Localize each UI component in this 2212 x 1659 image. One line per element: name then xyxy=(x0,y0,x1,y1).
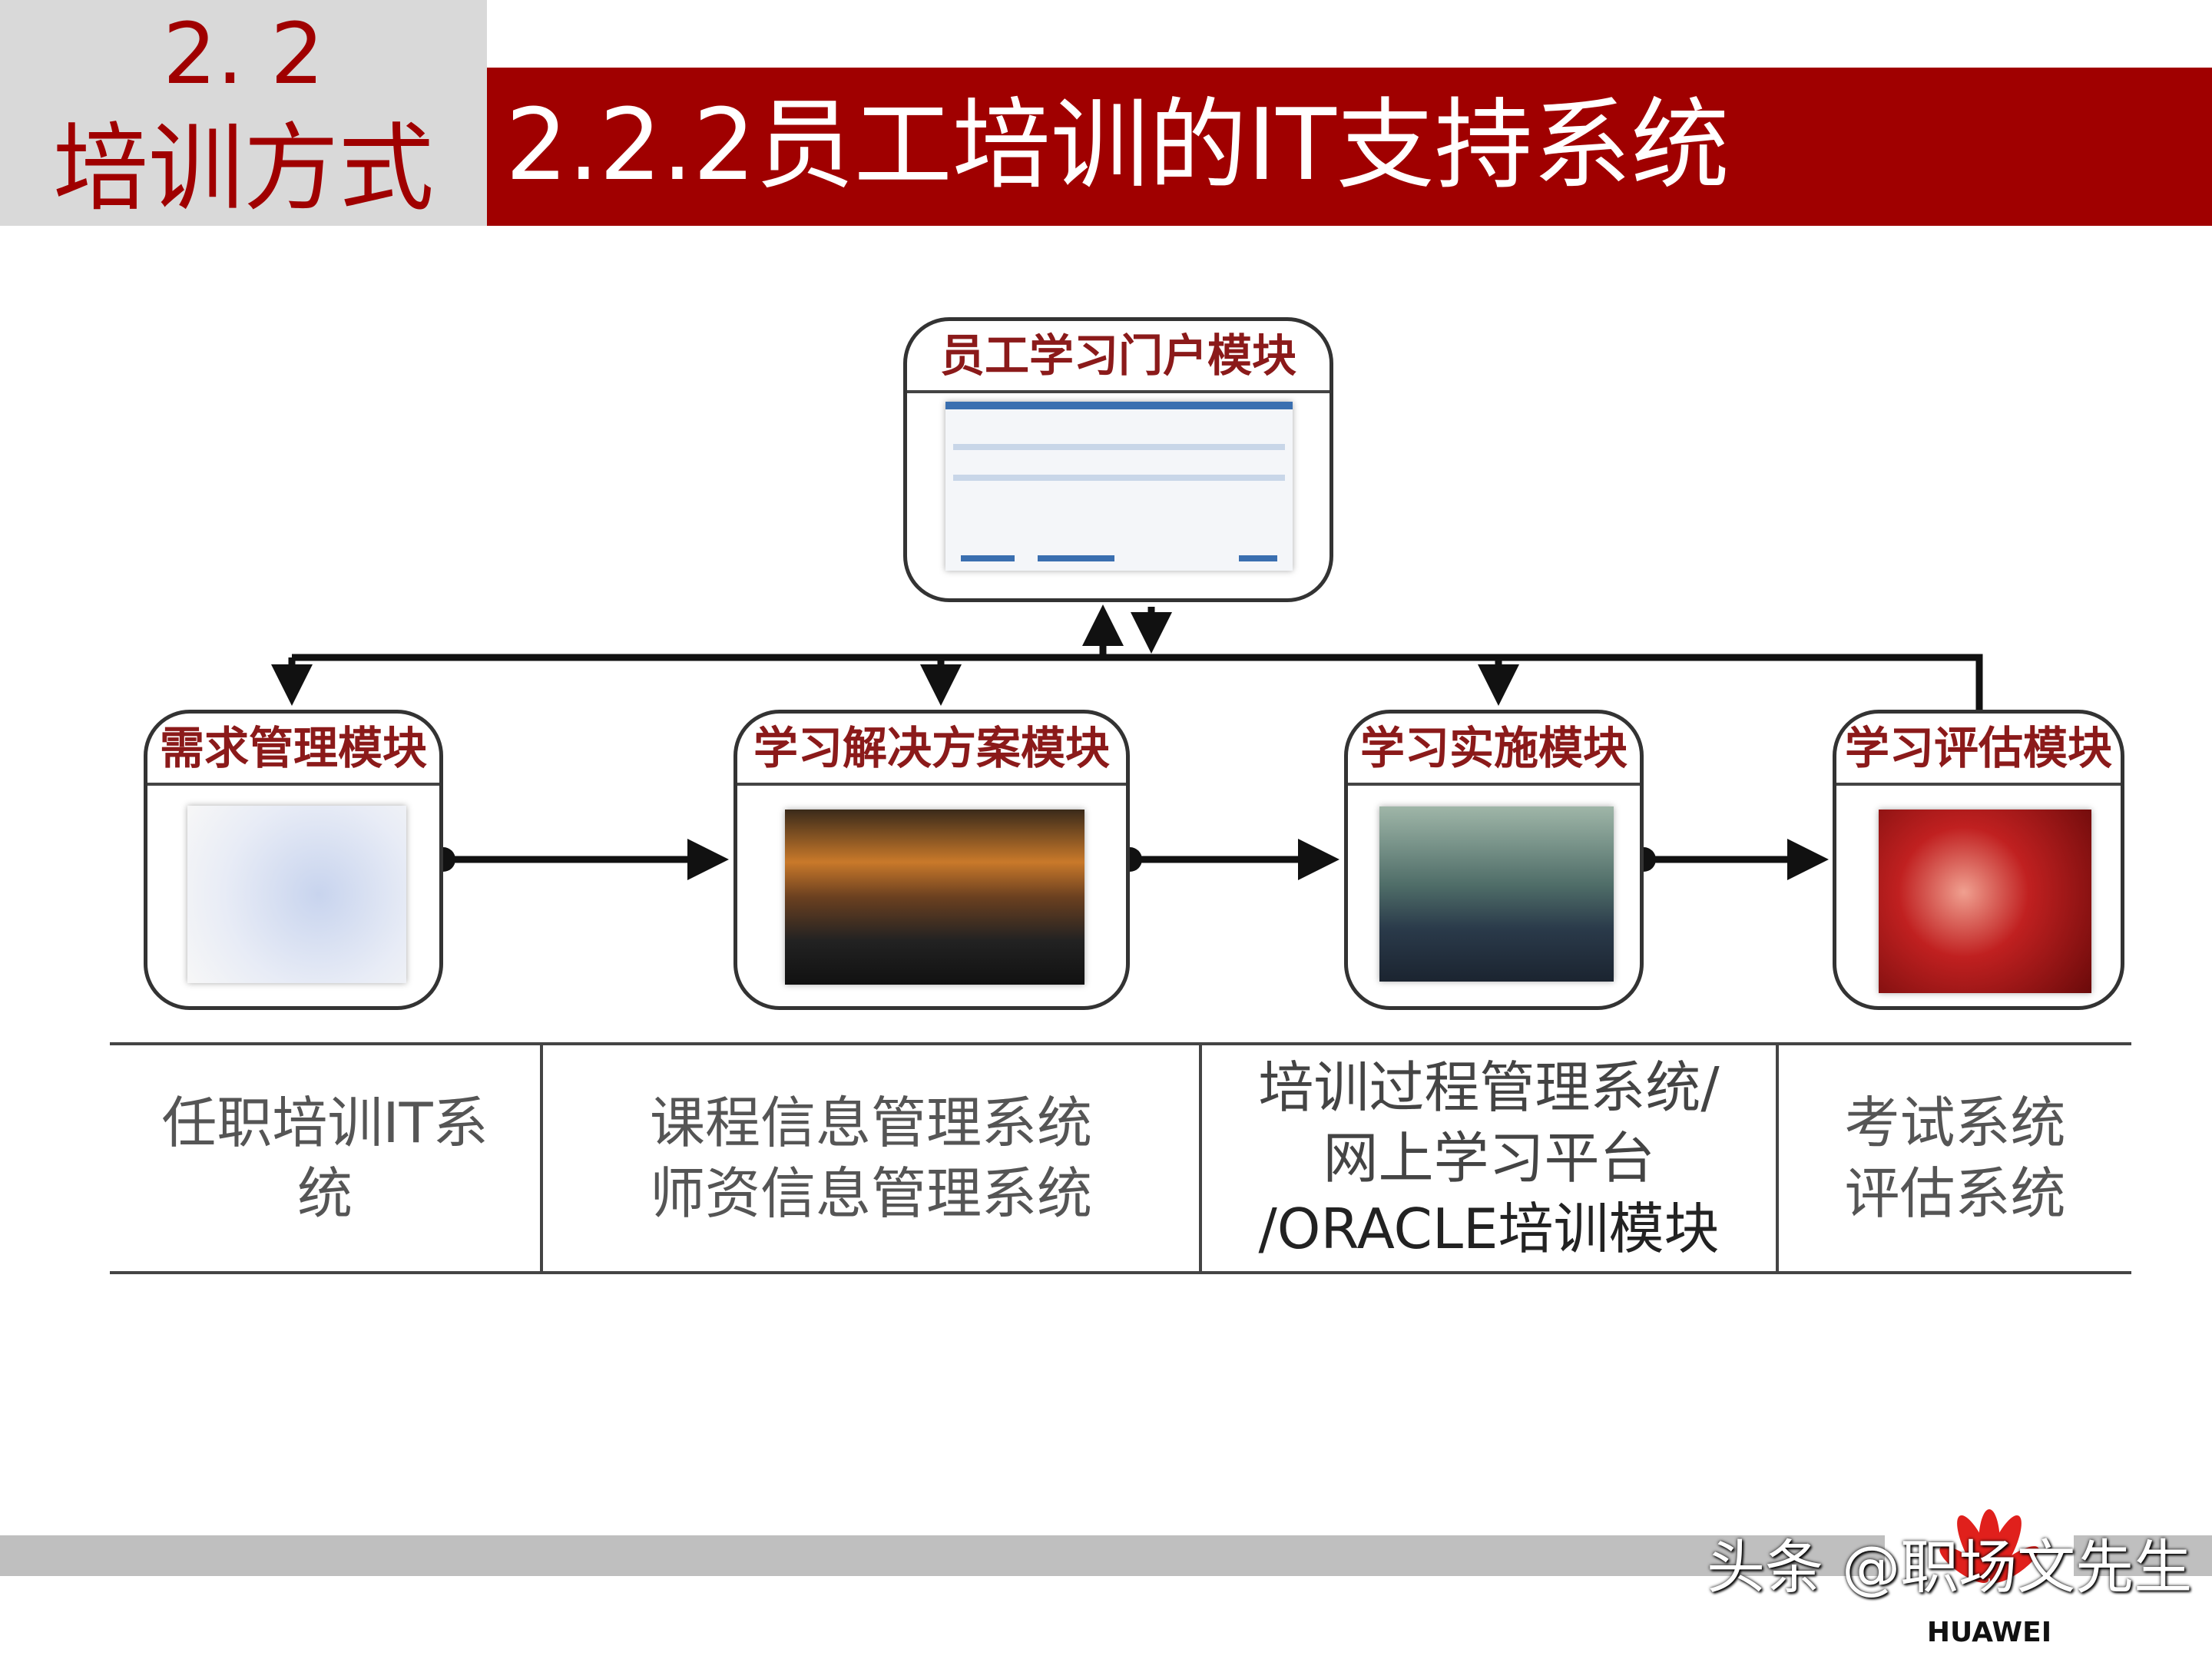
column-divider xyxy=(540,1044,543,1273)
system-line: 评估系统 xyxy=(1844,1161,2066,1226)
evaluation-module-image xyxy=(1879,810,2091,993)
title-bar xyxy=(487,68,2212,226)
slide-title: 2.2.2员工培训的IT支持系统 xyxy=(505,88,1730,203)
footer-bar xyxy=(0,1535,1885,1576)
system-cell: 课程信息管理系统师资信息管理系统 xyxy=(543,1044,1199,1273)
system-line: 课程信息管理系统 xyxy=(649,1091,1092,1155)
section-number: 2. 2 xyxy=(163,5,324,103)
system-line: 任职培训IT系 xyxy=(161,1091,488,1155)
module-label: 学习实施模块 xyxy=(1348,714,1640,786)
system-line: 网上学习平台 xyxy=(1323,1126,1655,1190)
system-line: 考试系统 xyxy=(1844,1091,2066,1155)
huawei-petals-icon xyxy=(1939,1509,2039,1583)
column-divider xyxy=(1199,1044,1202,1273)
learning-evaluation-module: 学习评估模块 xyxy=(1833,710,2124,1010)
demand-module-image xyxy=(187,806,406,983)
system-cell: 任职培训IT系统 xyxy=(110,1044,540,1273)
portal-screenshot xyxy=(945,402,1293,571)
system-line: /ORACLE培训模块 xyxy=(1258,1197,1720,1261)
watermark: 头条 @职场文先生 xyxy=(1707,1533,2193,1601)
module-label: 学习评估模块 xyxy=(1836,714,2121,786)
system-line: 培训过程管理系统/ xyxy=(1258,1055,1720,1120)
portal-module: 员工学习门户模块 xyxy=(903,317,1333,602)
portal-module-label: 员工学习门户模块 xyxy=(907,321,1330,393)
implementation-module-image xyxy=(1379,806,1614,982)
section-name: 培训方式 xyxy=(52,114,434,224)
huawei-logo: HUAWEI xyxy=(1920,1505,2058,1651)
learning-implementation-module: 学习实施模块 xyxy=(1344,710,1644,1010)
module-label: 学习解决方案模块 xyxy=(737,714,1126,786)
demand-management-module: 需求管理模块 xyxy=(144,710,443,1010)
section-box xyxy=(0,0,487,226)
footer-bar xyxy=(2074,1535,2212,1576)
system-cell: 考试系统评估系统 xyxy=(1779,1044,2131,1273)
system-line: 统 xyxy=(296,1161,353,1226)
system-line: 师资信息管理系统 xyxy=(649,1161,1092,1226)
huawei-logo-text: HUAWEI xyxy=(1926,1617,2052,1648)
column-divider xyxy=(1776,1044,1779,1273)
learning-solution-module: 学习解决方案模块 xyxy=(733,710,1130,1010)
table-top-border xyxy=(110,1042,2131,1045)
solution-module-image xyxy=(785,810,1084,985)
module-label: 需求管理模块 xyxy=(147,714,439,786)
system-cell: 培训过程管理系统/网上学习平台/ORACLE培训模块 xyxy=(1202,1044,1776,1273)
table-bottom-border xyxy=(110,1271,2131,1274)
bus-line xyxy=(292,654,1983,710)
